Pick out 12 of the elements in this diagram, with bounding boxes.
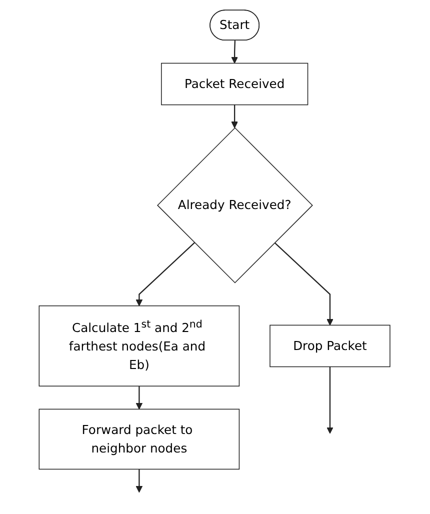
node-box: Calculate 1$^{st}$ and 2$^{nd}$ farthest nodes(Ea and Eb) <box>39 305 240 386</box>
node-diamond: Already Received? <box>157 127 314 284</box>
arrow <box>232 104 238 128</box>
arrow <box>274 242 334 326</box>
arrow <box>136 386 143 410</box>
arrow <box>327 366 334 434</box>
node-box: Packet Received <box>161 62 309 106</box>
arrow <box>136 469 143 493</box>
arrow <box>232 40 238 64</box>
node-box: Forward packet to neighbor nodes <box>39 408 240 470</box>
arrow <box>136 242 196 306</box>
node-box: Drop Packet <box>270 324 391 368</box>
